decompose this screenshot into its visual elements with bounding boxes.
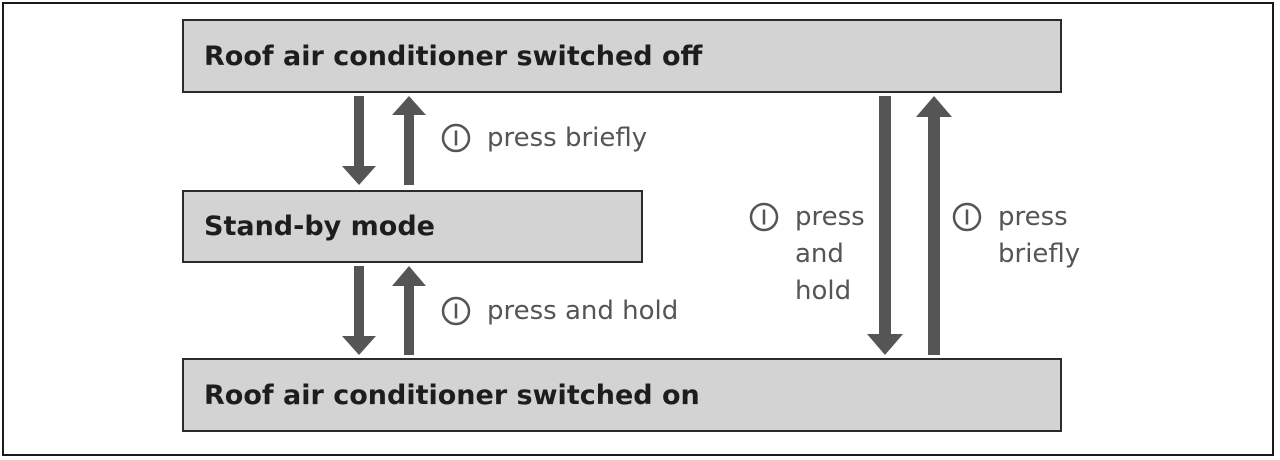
- arrow-on-to-standby: [392, 266, 426, 355]
- label-on-off: press briefly: [952, 199, 1080, 273]
- arrow-off-to-standby: [342, 96, 376, 185]
- label-off-standby-text: press briefly: [487, 123, 648, 153]
- label-on-off-text: press briefly: [998, 202, 1081, 269]
- label-off-on-text: press and hold: [795, 202, 865, 306]
- state-off-label: Roof air conditioner switched off: [204, 40, 703, 72]
- arrow-on-to-off: [916, 96, 952, 355]
- power-button-icon: [749, 202, 779, 232]
- power-button-icon: [441, 296, 471, 326]
- state-on-label: Roof air conditioner switched on: [204, 379, 700, 411]
- arrow-off-to-on: [867, 96, 903, 355]
- power-button-icon: [441, 123, 471, 153]
- power-button-icon: [952, 202, 982, 232]
- label-standby-on: press and hold: [441, 293, 678, 330]
- state-on-box: Roof air conditioner switched on: [182, 358, 1062, 432]
- arrow-standby-to-on: [342, 266, 376, 355]
- state-standby-label: Stand-by mode: [204, 211, 435, 242]
- state-standby-box: Stand-by mode: [182, 190, 643, 263]
- state-off-box: Roof air conditioner switched off: [182, 19, 1062, 93]
- label-standby-on-text: press and hold: [487, 296, 679, 326]
- label-off-on: press and hold: [749, 199, 865, 310]
- label-off-standby: press briefly: [441, 120, 647, 157]
- arrow-standby-to-off: [392, 96, 426, 185]
